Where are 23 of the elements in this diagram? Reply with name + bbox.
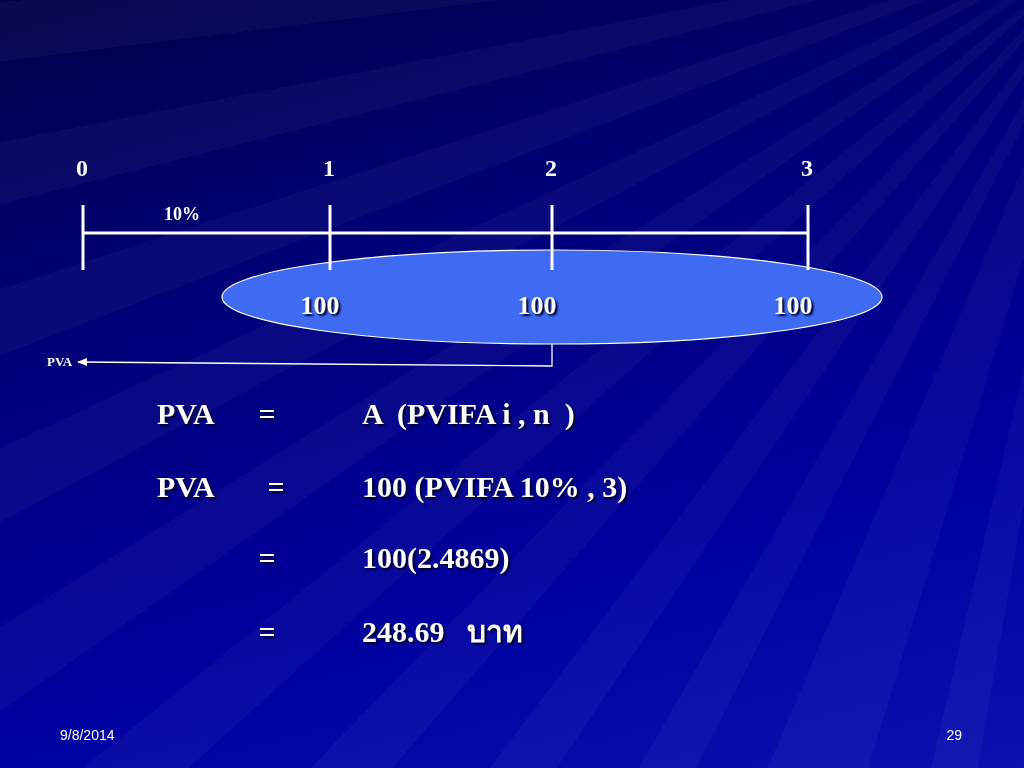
formula-expression: 100 (PVIFA 10% , 3) [362, 469, 628, 503]
formula-term: PVA [157, 469, 215, 503]
period-number: 0 [76, 154, 88, 182]
interest-rate-label: 10% [164, 205, 200, 225]
equals-sign: = [258, 540, 276, 574]
formula-term: PVA [157, 396, 215, 430]
formula-expression: A (PVIFA i , n ) [362, 396, 575, 430]
cash-flow-ellipse [221, 249, 883, 345]
equals-sign: = [258, 614, 276, 648]
arrow [77, 343, 553, 367]
equals-sign: = [267, 469, 285, 503]
page-number: 29 [946, 728, 962, 744]
period-number: 3 [801, 154, 813, 182]
equals-sign: = [258, 396, 276, 430]
cash-flow-amount: 100 [300, 291, 340, 321]
formula-result: 248.69 บาท [362, 614, 523, 648]
slide-date: 9/8/2014 [60, 728, 115, 744]
cash-flow-amount: 100 [773, 291, 813, 321]
formula-expression: 100(2.4869) [362, 540, 510, 574]
cash-flow-amount: 100 [517, 291, 557, 321]
period-number: 2 [545, 154, 557, 182]
period-number: 1 [323, 154, 335, 182]
pva-label: PVA [47, 354, 73, 370]
